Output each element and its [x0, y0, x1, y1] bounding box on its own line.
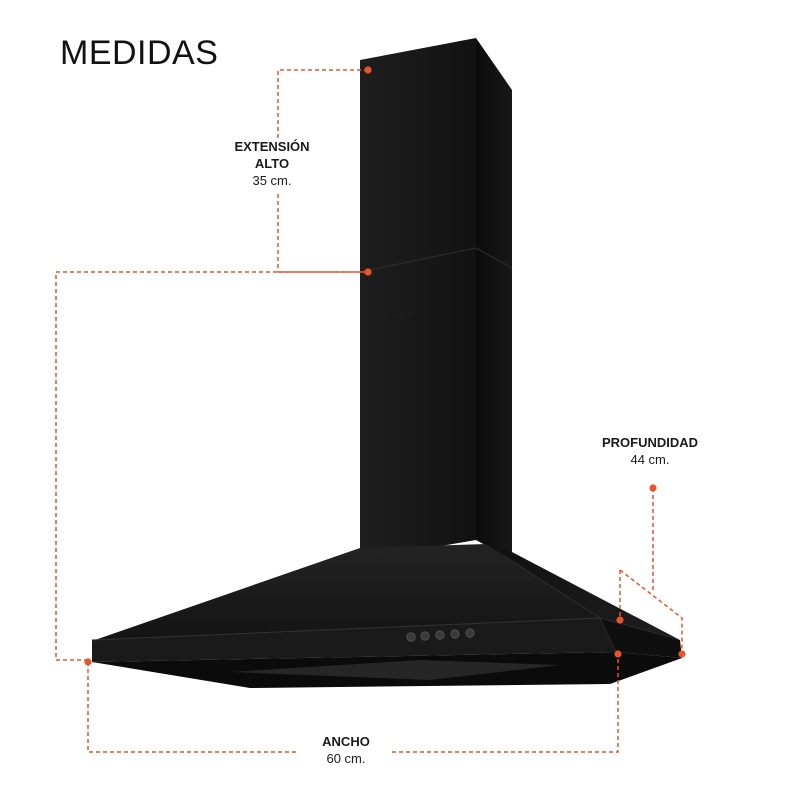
- dimension-markers: [84, 66, 686, 666]
- control-button-1[interactable]: [406, 632, 416, 642]
- extension-label: EXTENSIÓN ALTO 35 cm.: [222, 138, 322, 189]
- ancho-label: ANCHO 60 cm.: [296, 733, 396, 767]
- marker-dot: [649, 484, 657, 492]
- marker-dot: [364, 268, 372, 276]
- control-button-3[interactable]: [435, 630, 445, 640]
- marker-dot: [364, 66, 372, 74]
- chimney-extension-front: [360, 38, 476, 272]
- hood-canopy-front: [95, 544, 600, 640]
- page-title: MEDIDAS: [60, 34, 219, 72]
- dimension-lines: [55, 69, 683, 753]
- profundidad-value: 44 cm.: [630, 452, 670, 467]
- hood-base-side: [600, 618, 682, 658]
- extension-label-line1: EXTENSIÓN: [234, 139, 310, 154]
- extension-label-line2: ALTO: [254, 156, 290, 171]
- extension-dimension-line: [277, 69, 368, 138]
- chimney-lower-front: [360, 248, 476, 560]
- marker-dot: [614, 650, 622, 658]
- marker-dot: [84, 658, 92, 666]
- ancho-label-text: ANCHO: [322, 734, 370, 749]
- hood-canopy-side: [486, 544, 680, 640]
- profundidad-label: PROFUNDIDAD 44 cm.: [590, 434, 710, 468]
- chimney-lower-side: [476, 248, 512, 560]
- extension-value: 35 cm.: [252, 173, 292, 188]
- marker-dot: [678, 650, 686, 658]
- height-dimension-line: [55, 271, 368, 661]
- hood-base-front: [92, 618, 616, 662]
- ancho-dimension-line: [87, 662, 296, 753]
- chimney-extension-side: [476, 38, 512, 268]
- ancho-value: 60 cm.: [326, 751, 366, 766]
- marker-dot: [616, 616, 624, 624]
- control-button-5[interactable]: [465, 628, 475, 638]
- control-button-4[interactable]: [450, 629, 460, 639]
- control-panel: [406, 628, 475, 642]
- profundidad-label-text: PROFUNDIDAD: [601, 435, 699, 450]
- control-button-2[interactable]: [420, 631, 430, 641]
- range-hood: ~ ~ ~: [91, 38, 682, 688]
- brand-mark: ~ ~ ~: [390, 308, 412, 322]
